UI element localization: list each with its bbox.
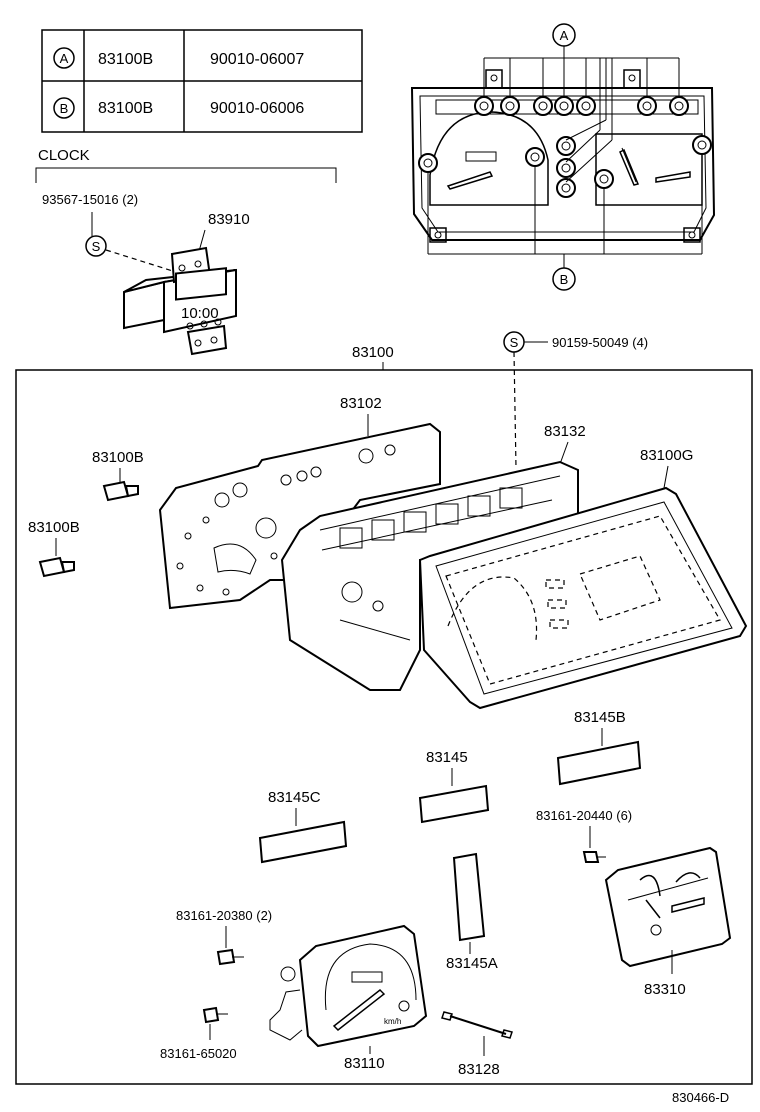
label-83161-20440: 83161-20440 (6)	[536, 808, 632, 823]
part-83145: 83145	[418, 749, 490, 824]
part-83161-20440: 83161-20440 (6)	[536, 808, 632, 863]
assembly-frame: 83100 S 90159-50049 (4)	[15, 331, 753, 1085]
bulb-1-label: 83100B	[92, 449, 144, 466]
legend-part-b: 83100B	[98, 100, 153, 117]
label-83145b: 83145B	[574, 709, 626, 726]
clock-part-number: 83910	[208, 211, 250, 228]
clock-screw-label: 93567-15016 (2)	[42, 192, 138, 207]
legend-part-a: 83100B	[98, 51, 153, 68]
clock-section: CLOCK 93567-15016 (2) 83910 S 10:00	[35, 147, 337, 356]
lower-parts: 83145B 83145 83145C 83161-20440 (6) 831	[160, 709, 732, 1078]
legend-number-a: 90010-06007	[210, 51, 304, 68]
legend-number-b: 90010-06006	[210, 100, 304, 117]
clock-s-symbol: S	[92, 239, 101, 254]
cluster-case: 83132	[280, 423, 586, 691]
label-83161-20380: 83161-20380 (2)	[176, 908, 272, 923]
label-83145c: 83145C	[268, 789, 321, 806]
part-83145a: 83145A	[446, 852, 498, 972]
part-83128-cable: 83128	[441, 1011, 513, 1078]
cluster-lens: 83100G	[418, 447, 748, 710]
part-83310-gauge: 83310	[604, 846, 732, 998]
legend-table: A 83100B 90010-06007 B 83100B 90010-0600…	[41, 29, 363, 133]
socket-rings	[418, 96, 712, 198]
part-83145b: 83145B	[556, 709, 642, 786]
exploded-assembly: 83102 83132	[28, 395, 748, 710]
label-83145: 83145	[426, 749, 468, 766]
assembly-screw-ref: 90159-50049 (4)	[552, 335, 648, 350]
assembly-main-number: 83100	[352, 344, 394, 361]
part-83145c: 83145C	[258, 789, 348, 864]
plate-label: 83102	[340, 395, 382, 412]
bulb-2-label: 83100B	[28, 519, 80, 536]
lens-label: 83100G	[640, 447, 693, 464]
callout-b-symbol: B	[560, 272, 569, 287]
label-83110: 83110	[344, 1055, 385, 1072]
bulb-socket-1: 83100B	[92, 449, 144, 502]
clock-unit: 10:00	[123, 246, 237, 356]
assembly-s-symbol: S	[510, 335, 519, 350]
part-83161-20380: 83161-20380 (2)	[176, 908, 272, 966]
figure-id: 830466-D	[672, 1090, 729, 1105]
printed-plate: 83102	[158, 395, 441, 610]
label-83310: 83310	[644, 981, 686, 998]
clock-title: CLOCK	[38, 147, 90, 164]
part-83161-65020: 83161-65020	[160, 1006, 237, 1061]
speedometer-unit: km/h	[384, 1017, 401, 1026]
legend-symbol-b: B	[60, 101, 69, 116]
callout-a-leaders: A	[483, 23, 680, 183]
legend-symbol-a: A	[60, 51, 69, 66]
callout-a-symbol: A	[560, 28, 569, 43]
part-83110-speedometer: km/h 83110	[269, 924, 428, 1072]
case-label: 83132	[544, 423, 586, 440]
cluster-back-view: A B	[410, 23, 716, 291]
clock-display-time: 10:00	[181, 305, 219, 322]
label-83128: 83128	[458, 1061, 500, 1078]
label-83161-65020: 83161-65020	[160, 1046, 237, 1061]
callout-b-leaders: B	[427, 154, 703, 291]
bulb-socket-2: 83100B	[28, 519, 80, 578]
label-83145a: 83145A	[446, 955, 498, 972]
